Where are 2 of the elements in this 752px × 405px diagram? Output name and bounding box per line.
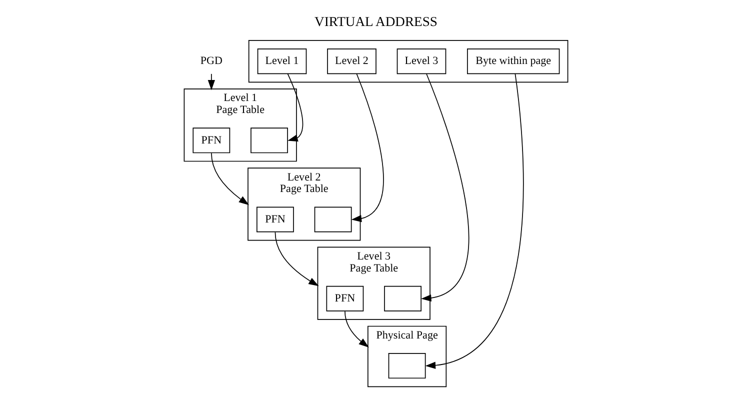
node-text: PGD (200, 55, 222, 68)
diagram-title: VIRTUAL ADDRESS (314, 14, 438, 29)
